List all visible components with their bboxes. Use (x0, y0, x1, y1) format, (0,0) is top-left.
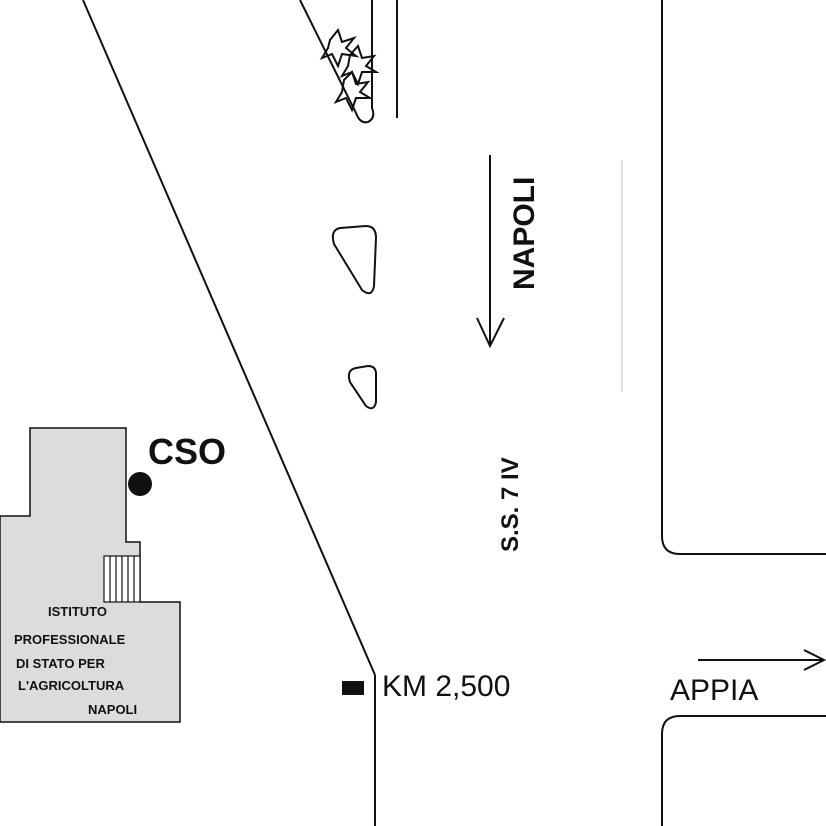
block-corner-south (661, 715, 826, 826)
building-line-1: ISTITUTO (48, 604, 107, 619)
upper-island-edge (299, 0, 375, 124)
building-line-3: DI STATO PER (16, 656, 105, 671)
arrow-right-icon (698, 649, 826, 671)
shrub-icon (319, 27, 380, 113)
station-label: CSO (148, 431, 226, 472)
building-line-4: L'AGRICOLTURA (18, 678, 125, 693)
traffic-island-small (347, 364, 377, 410)
building-line-2: PROFESSIONALE (14, 632, 126, 647)
building-outline (0, 427, 181, 723)
diagonal-road-edge (82, 0, 376, 676)
direction-label: NAPOLI (508, 177, 541, 290)
block-corner-north (661, 0, 826, 555)
building-line-5: NAPOLI (88, 702, 137, 717)
km-marker (342, 681, 364, 695)
station-dot (128, 472, 152, 496)
traffic-island-large (331, 224, 378, 295)
road-code-label: S.S. 7 IV (497, 457, 524, 552)
arrow-down-icon (476, 155, 505, 349)
stairs-icon (103, 555, 141, 603)
km-label: KM 2,500 (382, 670, 510, 703)
road-name-label: APPIA (670, 674, 758, 707)
